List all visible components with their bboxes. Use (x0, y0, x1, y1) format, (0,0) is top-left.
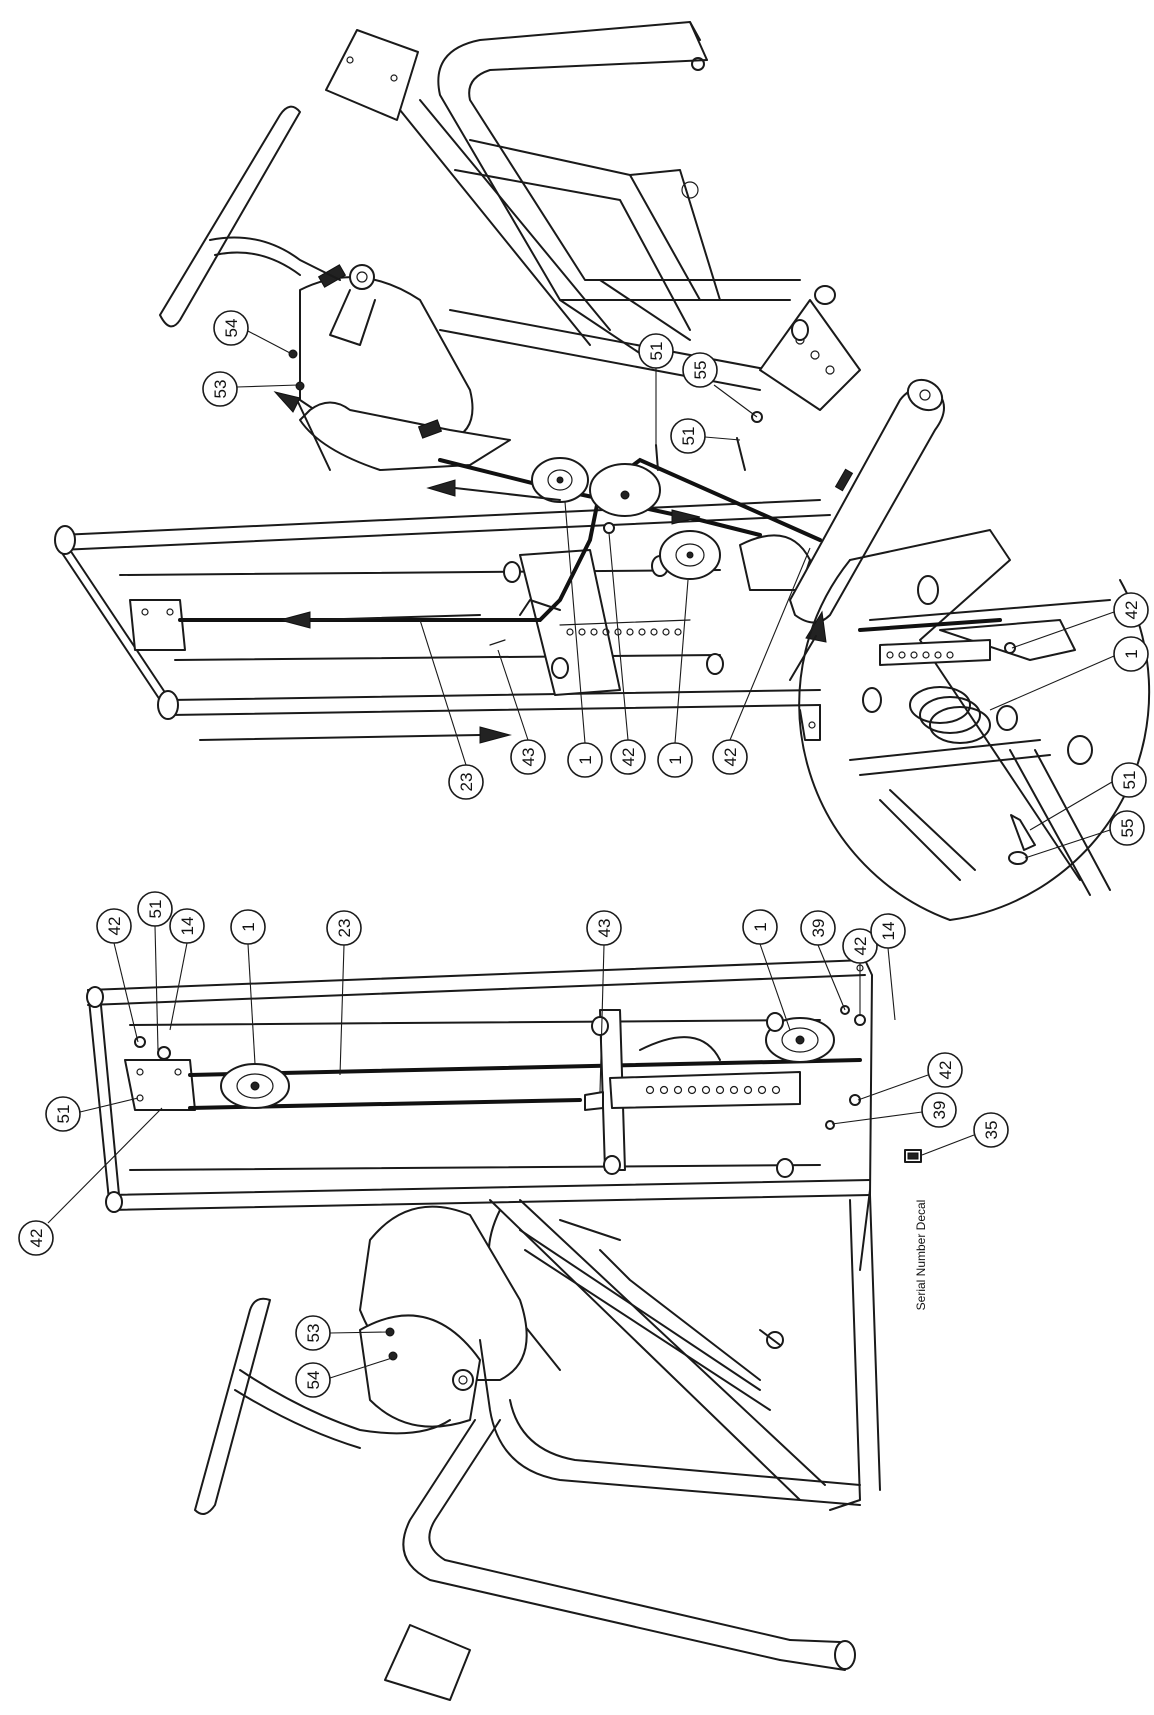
cable-run (178, 457, 822, 622)
svg-text:55: 55 (691, 361, 710, 380)
callout-u51b: 51 (670, 418, 741, 454)
callout-u23: 23 (419, 619, 484, 800)
svg-text:1: 1 (666, 755, 685, 764)
callout-l42c: 42 (857, 1052, 963, 1101)
svg-text:1: 1 (576, 755, 595, 764)
lower-cable (188, 1058, 862, 1077)
callout-u53: 53 (202, 371, 299, 407)
svg-text:1: 1 (239, 922, 258, 931)
callout-l14a: 14 (169, 908, 205, 1031)
lower-frame-bottom (109, 1179, 871, 1196)
stack-mount-bracket (129, 599, 186, 651)
lower-selector-holes (645, 1085, 781, 1095)
callout-l1b: 1 (742, 909, 791, 1031)
callout-l51a: 51 (137, 891, 173, 1051)
svg-text:51: 51 (647, 342, 666, 361)
lower-frame-top (87, 959, 866, 991)
upper-machine-view (54, 21, 945, 744)
callout-d55: 55 (1024, 810, 1145, 859)
curved-frame-tube (437, 21, 791, 301)
callout-d42: 42 (1011, 592, 1149, 649)
svg-text:51: 51 (1120, 771, 1139, 790)
upper-pulley-2 (589, 463, 661, 517)
lower-bottom-plate (384, 1624, 471, 1701)
detail-holes (886, 651, 954, 659)
callout-u43: 43 (497, 649, 546, 775)
svg-text:43: 43 (519, 748, 538, 767)
svg-text:39: 39 (809, 919, 828, 938)
svg-text:53: 53 (304, 1324, 323, 1343)
svg-text:43: 43 (595, 919, 614, 938)
callout-l1a: 1 (230, 909, 266, 1065)
svg-text:23: 23 (335, 919, 354, 938)
lower-pulley-right (765, 1017, 835, 1063)
callout-l39a: 39 (800, 910, 846, 1011)
callout-u42a: 42 (608, 532, 646, 775)
callout-u55: 55 (682, 352, 758, 418)
lower-handle-arm (194, 1297, 451, 1515)
callout-u42b: 42 (712, 547, 811, 775)
callout-u51a: 51 (638, 333, 674, 445)
svg-text:53: 53 (211, 380, 230, 399)
lower-end-bracket (124, 1059, 196, 1111)
upper-pulley-1 (531, 457, 589, 503)
callout-u1a: 1 (564, 501, 603, 778)
callout-l42b: 42 (842, 928, 878, 1015)
upper-cylinder-handle (789, 378, 945, 624)
top-mount-plate (325, 29, 419, 121)
callout-l53: 53 (295, 1315, 389, 1351)
svg-text:42: 42 (105, 917, 124, 936)
svg-text:14: 14 (879, 922, 898, 941)
callout-l14b: 14 (870, 913, 906, 1021)
detail-circle-view (798, 529, 1151, 921)
callout-l54: 54 (295, 1357, 393, 1398)
svg-text:42: 42 (619, 748, 638, 767)
callout-l35: 35 (921, 1112, 1009, 1156)
callout-u1b: 1 (657, 579, 693, 778)
callout-l43: 43 (586, 910, 622, 1093)
svg-text:54: 54 (222, 319, 241, 338)
svg-text:42: 42 (721, 748, 740, 767)
callout-u54: 54 (213, 310, 291, 354)
callout-d1: 1 (989, 636, 1149, 711)
callout-l42d: 42 (18, 1107, 163, 1256)
svg-text:35: 35 (982, 1121, 1001, 1140)
lower-curved-tube (479, 1339, 861, 1506)
svg-text:51: 51 (146, 900, 165, 919)
callout-l23: 23 (326, 910, 362, 1076)
callout-l42a: 42 (96, 908, 139, 1043)
weight-stack-top-plate (519, 549, 621, 696)
serial-number-decal-label: Serial Number Decal (914, 1200, 928, 1311)
svg-text:42: 42 (1122, 601, 1141, 620)
svg-text:51: 51 (54, 1105, 73, 1124)
angle-adjust-plate (759, 299, 861, 411)
callout-l39b: 39 (831, 1092, 957, 1128)
upper-pulley-3 (659, 530, 721, 580)
svg-text:42: 42 (936, 1061, 955, 1080)
svg-text:42: 42 (27, 1229, 46, 1248)
callout-d51: 51 (1029, 762, 1147, 831)
svg-text:42: 42 (851, 937, 870, 956)
svg-text:51: 51 (679, 427, 698, 446)
svg-text:23: 23 (457, 773, 476, 792)
svg-text:54: 54 (304, 1371, 323, 1390)
stack-rail-top (59, 499, 821, 536)
upper-handle-arm (159, 105, 301, 328)
selector-holes (566, 628, 682, 636)
lower-pulley-left (220, 1063, 290, 1109)
lower-callouts: 42 51 14 1 23 43 1 39 42 14 42 39 35 51 … (18, 891, 1009, 1398)
svg-text:1: 1 (751, 922, 770, 931)
lower-machine-view (86, 959, 922, 1701)
svg-text:39: 39 (930, 1101, 949, 1120)
upper-callouts: 54 53 51 55 51 23 43 1 42 1 42 (202, 310, 811, 800)
svg-text:55: 55 (1118, 819, 1137, 838)
svg-text:1: 1 (1122, 649, 1141, 658)
callout-l51b: 51 (45, 1096, 139, 1132)
detail-callouts: 42 1 51 55 (989, 592, 1149, 859)
svg-text:14: 14 (178, 917, 197, 936)
